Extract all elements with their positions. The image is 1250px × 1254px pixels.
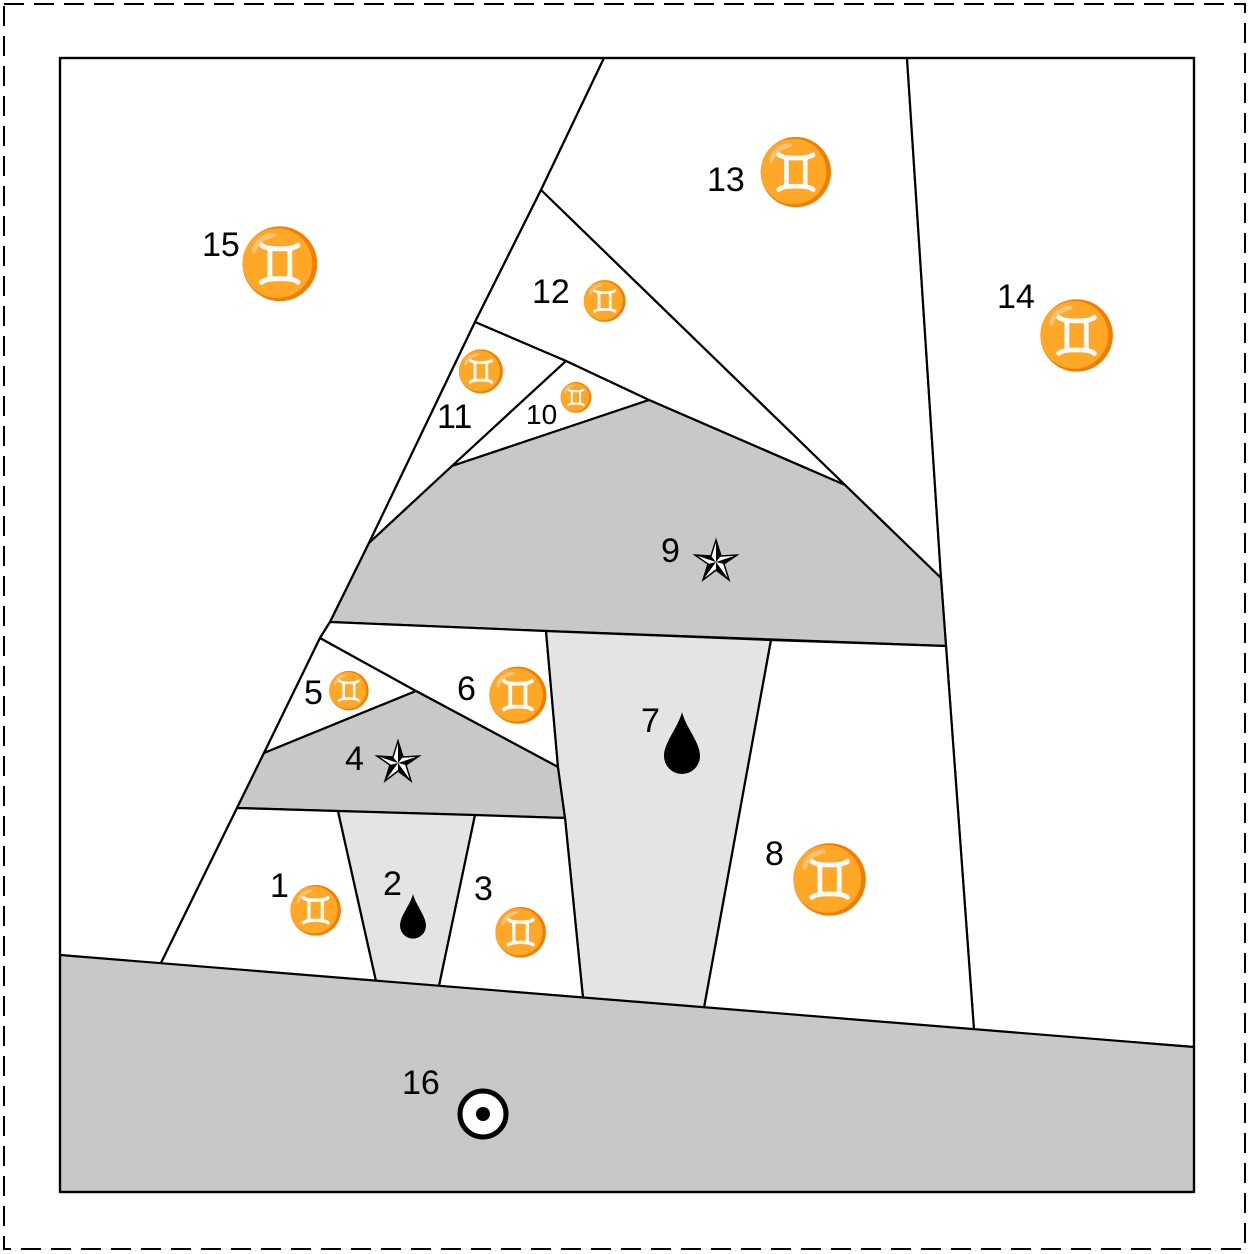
gemini-icon: ♊ bbox=[581, 279, 628, 323]
piece-number-15: 15 bbox=[202, 226, 240, 264]
pinwheel-star-icon bbox=[692, 537, 740, 583]
piece-number-2: 2 bbox=[383, 865, 402, 903]
gemini-icon: ♊ bbox=[789, 841, 871, 918]
piece-number-11: 11 bbox=[437, 398, 472, 436]
gemini-icon: ♊ bbox=[287, 883, 344, 937]
seam-allowance-border bbox=[3, 3, 1246, 1250]
piece-number-9: 9 bbox=[661, 532, 680, 570]
gemini-icon: ♊ bbox=[327, 670, 372, 712]
piece-number-13: 13 bbox=[707, 161, 745, 199]
gemini-icon: ♊ bbox=[1036, 297, 1118, 374]
piece-number-14: 14 bbox=[997, 278, 1035, 316]
gemini-icon: ♊ bbox=[456, 348, 506, 395]
drop-icon bbox=[400, 893, 426, 939]
gemini-icon: ♊ bbox=[756, 136, 836, 210]
piece-number-8: 8 bbox=[765, 835, 784, 873]
piece-number-16: 16 bbox=[402, 1064, 440, 1102]
piece-number-7: 7 bbox=[641, 702, 660, 740]
piece-number-12: 12 bbox=[532, 273, 570, 311]
target-icon bbox=[457, 1088, 509, 1140]
piece-number-4: 4 bbox=[345, 740, 364, 778]
pinwheel-star-icon bbox=[374, 738, 422, 784]
gemini-icon: ♊ bbox=[238, 225, 323, 304]
piece-number-6: 6 bbox=[457, 670, 476, 708]
piece-number-1: 1 bbox=[270, 867, 289, 905]
piece-number-5: 5 bbox=[304, 674, 323, 712]
gemini-icon: ♊ bbox=[492, 905, 549, 959]
piece-number-3: 3 bbox=[474, 870, 493, 908]
block-border bbox=[58, 56, 1196, 1194]
piece-number-10: 10 bbox=[526, 399, 557, 430]
gemini-icon: ♊ bbox=[486, 665, 551, 726]
gemini-icon: ♊ bbox=[559, 381, 594, 414]
drop-icon bbox=[664, 712, 700, 774]
